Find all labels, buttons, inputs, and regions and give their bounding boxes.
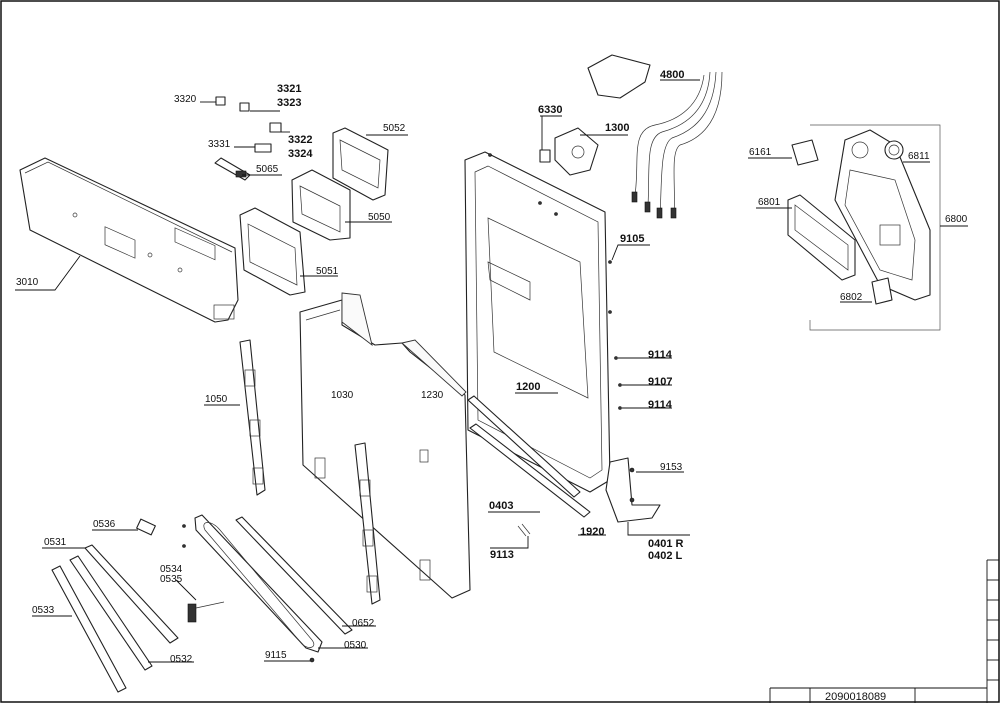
part-1030-outer-door: 1030 1230 (299, 292, 471, 599)
document-number: 2090018089 (825, 691, 886, 703)
label-6330: 6330 (538, 104, 562, 116)
label-1030: 1030 (331, 390, 354, 401)
label-1200: 1200 (516, 381, 540, 393)
label-3010: 3010 (16, 277, 39, 288)
label-0536: 0536 (93, 519, 116, 530)
part-1050-bracket-right (354, 442, 381, 605)
label-5050: 5050 (368, 212, 391, 223)
label-1230: 1230 (421, 390, 444, 401)
label-3320: 3320 (174, 94, 197, 105)
label-5065: 5065 (256, 164, 279, 175)
label-3331: 3331 (208, 139, 231, 150)
label-9153: 9153 (660, 462, 683, 473)
part-3321: 3321 3323 (239, 83, 301, 112)
label-3324: 3324 (288, 148, 313, 160)
label-5052: 5052 (383, 123, 406, 134)
part-6811: 6811 (884, 140, 930, 163)
label-1050: 1050 (205, 394, 228, 405)
label-0533: 0533 (32, 605, 55, 616)
label-0531: 0531 (44, 537, 67, 548)
label-0402: 0402 L (648, 550, 683, 562)
label-9105: 9105 (620, 233, 644, 245)
title-block: 2090018089 (769, 559, 999, 703)
label-0535: 0535 (160, 574, 183, 585)
part-9113: 9113 (490, 523, 531, 561)
label-1300: 1300 (605, 122, 629, 134)
part-3010-control-panel: 3010 (15, 157, 239, 323)
label-3321: 3321 (277, 83, 301, 95)
part-5065: 5065 (214, 157, 282, 181)
label-9107: 9107 (648, 376, 672, 388)
part-1920: 1920 (469, 423, 606, 538)
part-9115: 9115 (182, 524, 315, 663)
label-0530: 0530 (344, 640, 367, 651)
part-3331: 3331 (208, 139, 272, 153)
part-0536: 0536 (92, 518, 156, 536)
part-0401-0402-hinge: 0401 R 0402 L 9153 (605, 457, 690, 562)
label-0532: 0532 (170, 654, 193, 665)
part-6801-seal: 6801 (756, 194, 856, 281)
label-9114-upper: 9114 (648, 349, 673, 361)
label-3322: 3322 (288, 134, 312, 146)
label-0534: 0534 (160, 564, 183, 575)
label-4800: 4800 (660, 69, 684, 81)
label-5051: 5051 (316, 266, 339, 277)
label-9115: 9115 (265, 650, 287, 661)
label-6802: 6802 (840, 292, 863, 303)
part-0652: 0652 (235, 516, 376, 635)
part-0533: 0533 (32, 565, 127, 693)
label-1920: 1920 (580, 526, 604, 538)
part-0403: 0403 (467, 395, 581, 513)
label-6800: 6800 (945, 214, 968, 225)
part-5052: 5052 (332, 123, 408, 201)
label-9113: 9113 (490, 549, 514, 561)
part-4800-cable: 4800 (587, 54, 723, 219)
label-6811: 6811 (908, 151, 930, 162)
part-6802: 6802 (840, 277, 893, 305)
part-3320: 3320 (174, 94, 226, 106)
part-6161: 6161 (748, 139, 819, 166)
label-9114-lower: 9114 (648, 399, 673, 411)
part-0534-0535: 0534 0535 (160, 564, 225, 623)
part-0530: 0530 (194, 514, 368, 653)
label-6801: 6801 (758, 197, 781, 208)
part-5050: 5050 (291, 169, 392, 241)
part-0531: 0531 (42, 537, 179, 644)
part-1050-bracket-left: 1050 (204, 339, 266, 496)
part-3322: 3322 3324 (269, 122, 313, 160)
label-0652: 0652 (352, 618, 375, 629)
label-0401: 0401 R (648, 538, 684, 550)
part-0532: 0532 (69, 555, 194, 671)
part-5051: 5051 (239, 207, 339, 296)
label-3323: 3323 (277, 97, 301, 109)
label-6161: 6161 (749, 147, 772, 158)
part-6800-dispenser-assembly: 6800 (809, 124, 968, 331)
part-1300: 1300 (554, 122, 629, 176)
part-6330: 6330 (538, 104, 562, 163)
label-0403: 0403 (489, 500, 513, 512)
part-1200-inner-door: 1200 9105 9114 9107 9114 (464, 151, 673, 493)
